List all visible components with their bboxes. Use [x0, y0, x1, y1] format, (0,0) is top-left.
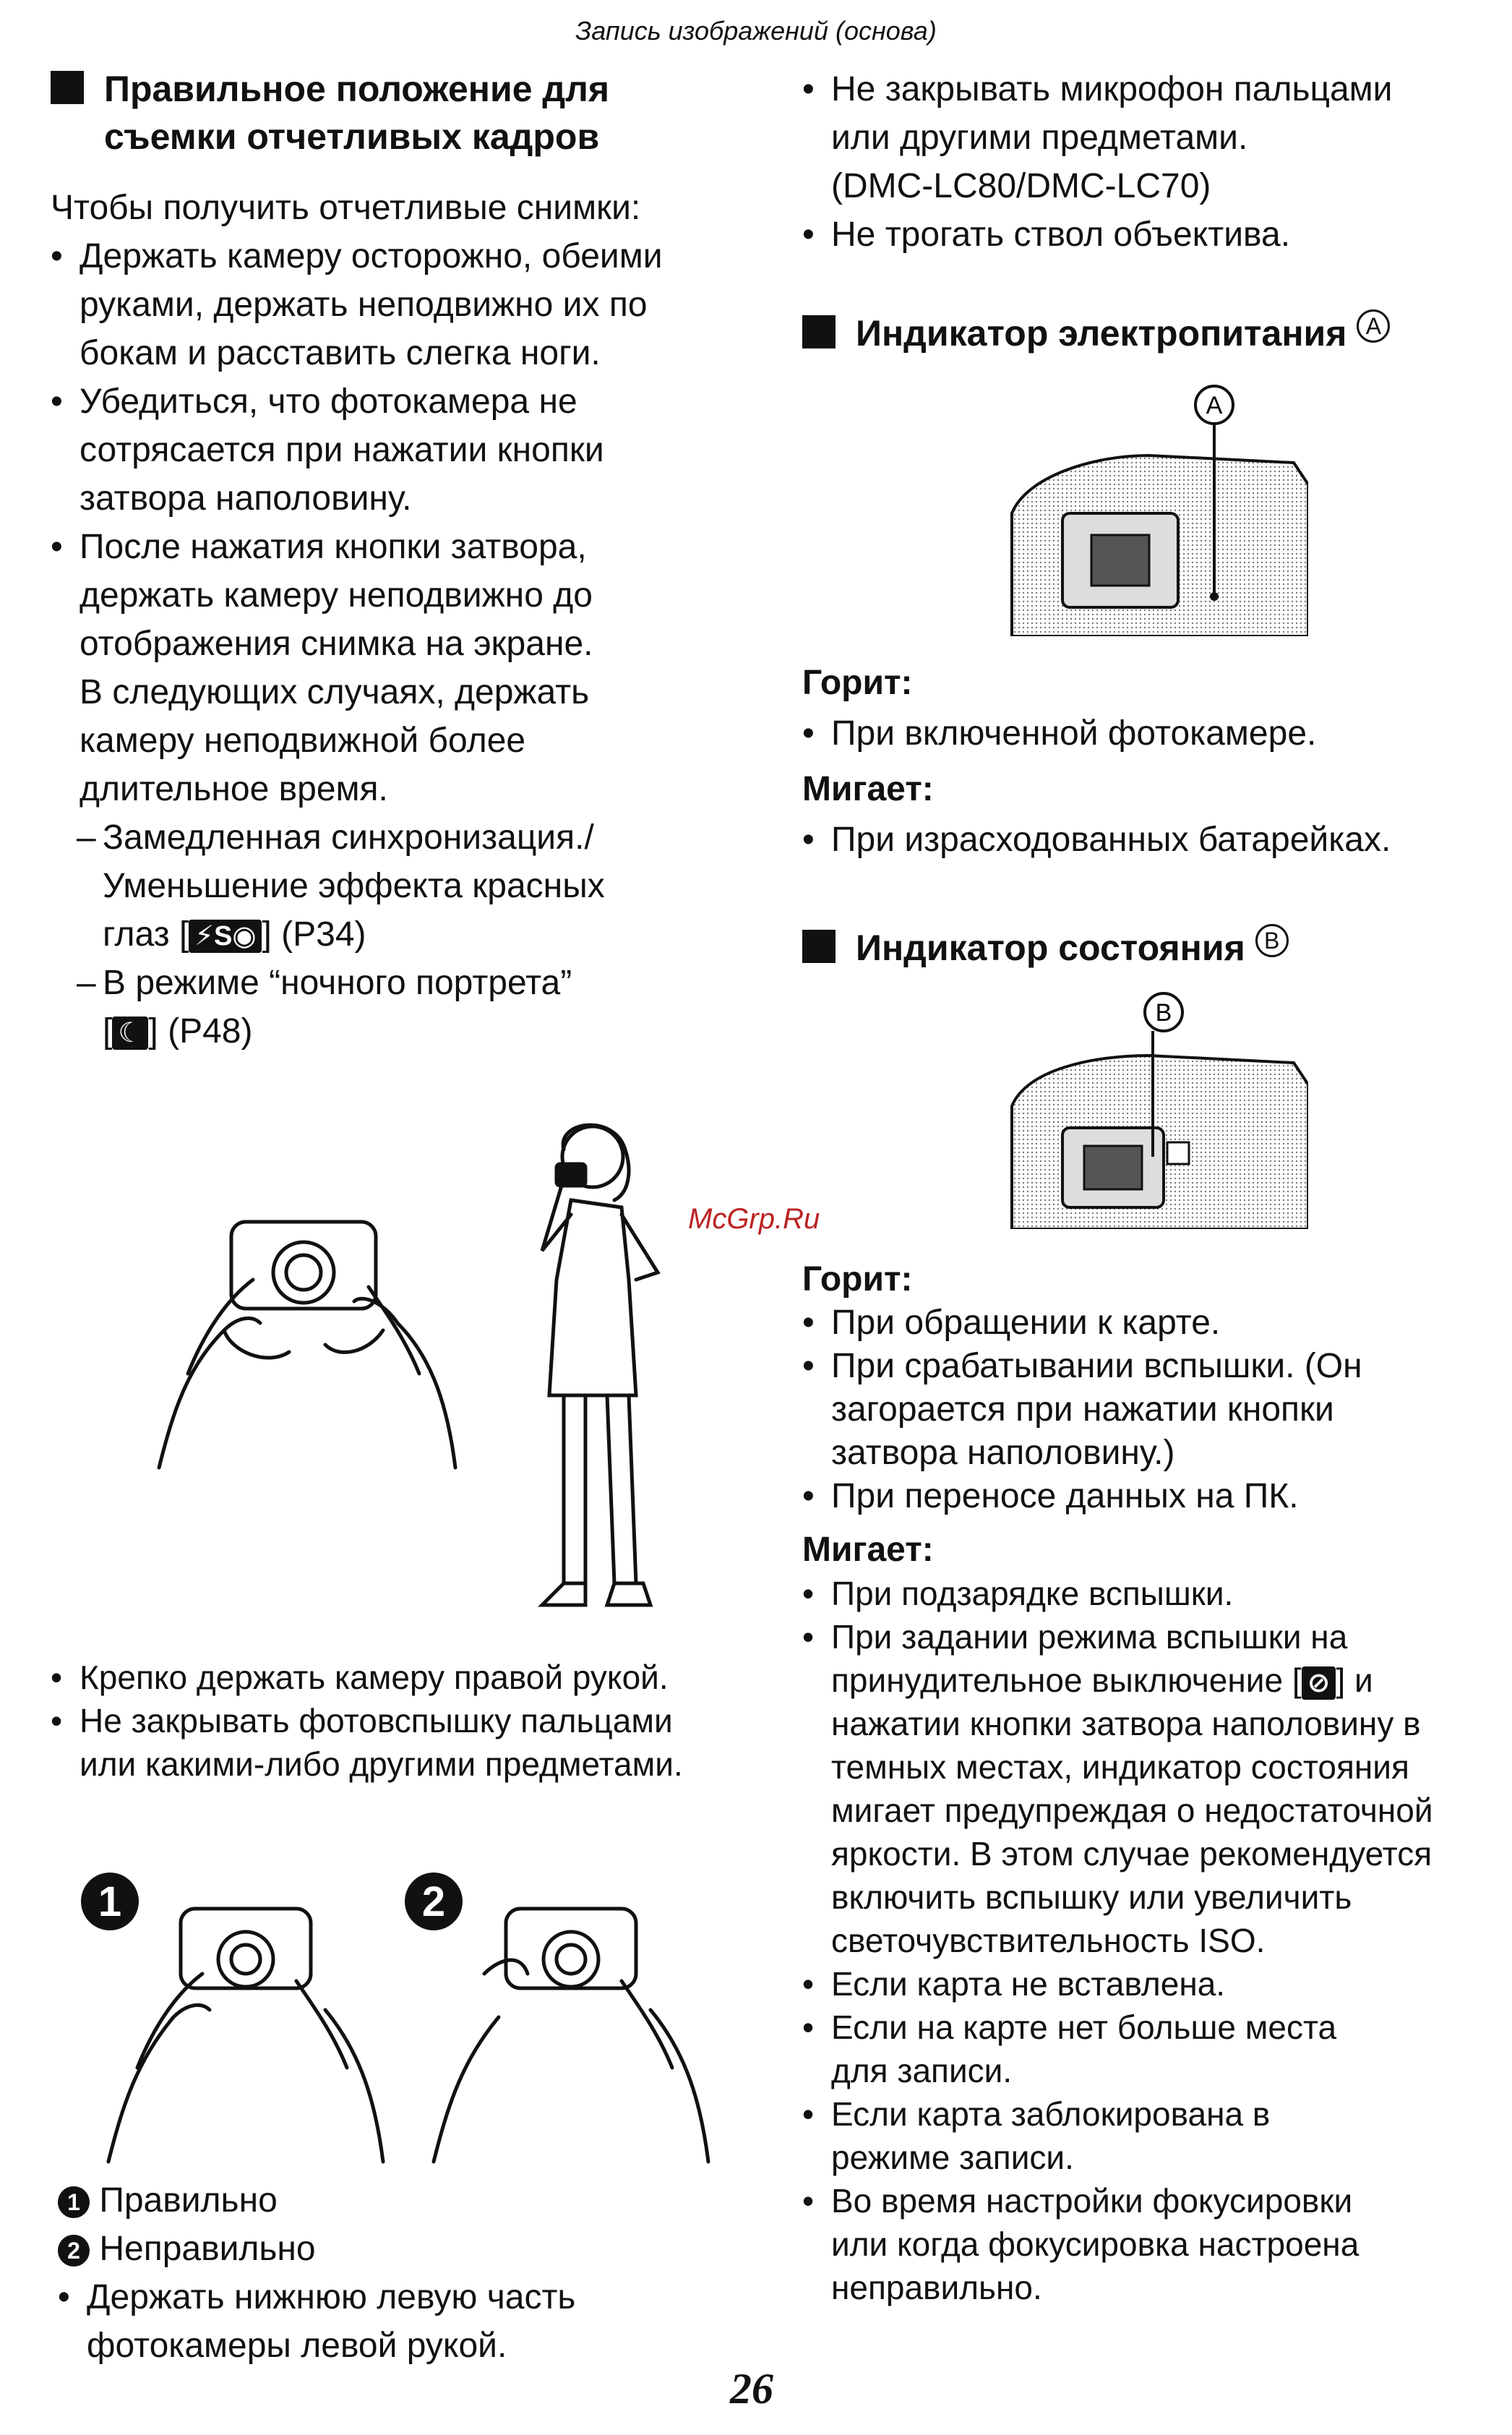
watermark: McGrp.Ru — [688, 1203, 820, 1235]
correct-grip-illustration — [106, 1907, 385, 2164]
left-column: Правильное положение для съемки отчетлив… — [51, 65, 759, 161]
list-item: •Если карта не вставлена. — [802, 1965, 1226, 2003]
list-item: •При включенной фотокамере. — [802, 714, 1317, 753]
redeye-flash-icon: ⚡S◉ — [189, 920, 262, 954]
list-item: •Не трогать ствол объектива. — [802, 215, 1291, 254]
figure-number-1: 1 — [81, 1873, 139, 1930]
svg-text:B: B — [1156, 999, 1172, 1027]
sub-item-slow-sync: – Замедленная синхронизация./Уменьшение … — [77, 818, 605, 954]
camera-power-indicator-illustration: A — [1010, 385, 1308, 636]
blink-label: Мигает: — [802, 1531, 934, 1569]
section-heading-status: Индикатор состояния B — [802, 924, 1289, 972]
heading-square-icon — [802, 315, 836, 348]
page-number: 26 — [730, 2365, 773, 2413]
heading-line: съемки отчетливых кадров — [104, 116, 600, 157]
figure-legend: 1 Правильно 2 Неправильно • Держать нижн… — [58, 2176, 766, 2370]
svg-text:A: A — [1206, 392, 1223, 419]
list-item: •Крепко держать камеру правой рукой. — [51, 1659, 669, 1696]
page-header: Запись изображений (основа) — [575, 16, 937, 46]
grip-notes: •Крепко держать камеру правой рукой. • Н… — [51, 1656, 759, 1786]
standing-person-illustration — [537, 1123, 661, 1607]
hands-holding-camera-illustration — [157, 1220, 458, 1470]
legend-item: 2 Неправильно — [58, 2225, 766, 2273]
power-details: Горит: •При включенной фотокамере. Мигае… — [802, 662, 1496, 864]
number-1-icon: 1 — [58, 2186, 90, 2219]
flash-off-icon: ⊘ — [1301, 1666, 1336, 1700]
lit-label: Горит: — [802, 1260, 913, 1298]
status-details: Горит: •При обращении к карте. • При сра… — [802, 1258, 1496, 2309]
camera-status-indicator-illustration: B — [1010, 992, 1308, 1229]
list-item: • После нажатия кнопки затвора,держать к… — [51, 528, 593, 808]
list-item: •При обращении к карте. — [802, 1304, 1221, 1342]
marker-b-icon: B — [1255, 924, 1289, 957]
lit-label: Горит: — [802, 664, 913, 702]
list-item: • При задании режима вспышки на принудит… — [802, 1618, 1433, 1959]
left-text: Чтобы получить отчетливые снимки: • Держ… — [51, 184, 759, 1056]
list-item: •При подзарядке вспышки. — [802, 1575, 1234, 1612]
list-item: •При переносе данных на ПК. — [802, 1477, 1299, 1515]
sub-item-night-portrait: – В режиме “ночного портрета” [☾] (P48) — [77, 964, 572, 1050]
section-heading-power: Индикатор электропитания A — [802, 309, 1391, 357]
incorrect-grip-illustration — [431, 1907, 710, 2164]
night-portrait-icon: ☾ — [112, 1017, 149, 1050]
heading-square-icon — [51, 71, 84, 104]
intro-text: Чтобы получить отчетливые снимки: — [51, 189, 641, 227]
list-item: •При израсходованных батарейках. — [802, 821, 1391, 859]
heading-line: Правильное положение для — [104, 69, 610, 109]
number-2-icon: 2 — [58, 2235, 90, 2267]
figure-number-2: 2 — [405, 1873, 463, 1930]
legend-item: 1 Правильно — [58, 2176, 766, 2225]
section-heading-position: Правильное положение для съемки отчетлив… — [51, 65, 759, 161]
blink-label: Мигает: — [802, 770, 934, 808]
marker-a-icon: A — [1357, 309, 1391, 343]
heading-square-icon — [802, 930, 836, 963]
